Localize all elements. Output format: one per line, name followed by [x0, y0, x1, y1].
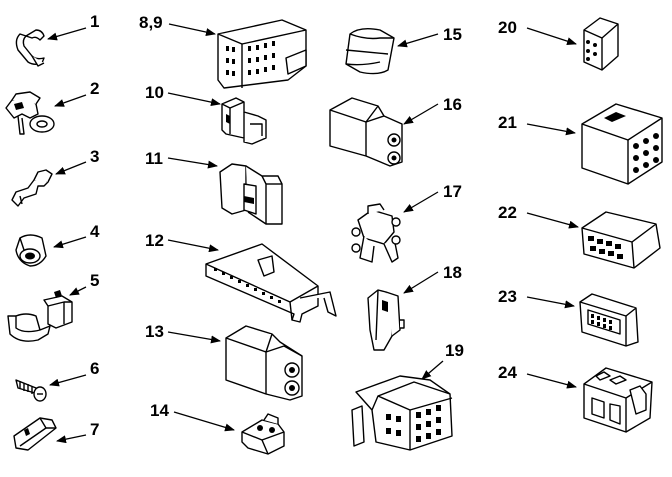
socket-grid: [588, 236, 623, 259]
leader-8-9: [168, 23, 216, 36]
leader-2: [54, 94, 87, 107]
callout-1: 1: [90, 12, 99, 31]
leader-10: [167, 92, 221, 107]
part-15-cover: [346, 29, 394, 74]
leader-1: [47, 27, 87, 41]
pin-grid: [633, 133, 659, 173]
callout-13: 13: [145, 322, 164, 341]
callout-23: 23: [498, 287, 517, 306]
leader-17: [403, 191, 439, 213]
callout-3: 3: [90, 147, 99, 166]
callout-20: 20: [498, 18, 517, 37]
leader-14: [173, 411, 235, 432]
leader-18: [403, 271, 439, 294]
leader-20: [526, 27, 577, 46]
part-19-connector-assembly: [352, 376, 452, 450]
callout-12: 12: [145, 231, 164, 250]
leader-3: [55, 161, 87, 175]
leader-6: [49, 374, 87, 387]
pin-row: [214, 268, 281, 303]
part-10-connector: [222, 98, 266, 144]
part-23-edge-connector: [580, 294, 638, 346]
callout-16: 16: [443, 95, 462, 114]
leader-5: [69, 286, 87, 296]
callout-24: 24: [498, 363, 517, 382]
part-1-wire-clip: [16, 30, 44, 66]
part-17-terminal-block: [352, 204, 400, 262]
callout-10: 10: [145, 83, 164, 102]
leader-21: [526, 123, 576, 136]
part-5-saddle-clamp: [8, 290, 72, 341]
callout-4: 4: [90, 222, 100, 241]
callout-11: 11: [145, 149, 163, 168]
part-24-housing: [584, 368, 652, 432]
callout-19: 19: [445, 341, 464, 360]
callout-22: 22: [498, 203, 517, 222]
leader-12: [167, 239, 219, 253]
leader-24: [526, 373, 577, 389]
part-14-plug: [242, 414, 284, 454]
leader-7: [56, 434, 87, 444]
callout-15: 15: [443, 25, 462, 44]
part-4-grommet: [16, 235, 46, 266]
leader-lines: [47, 23, 579, 444]
part-13-housing: [226, 326, 302, 400]
callout-labels: 1 2 3 4 5 6 7 8,9 10 11 12 13 14 15 16 1…: [90, 12, 517, 439]
callout-7: 7: [90, 420, 99, 439]
part-12-terminal-strip: [206, 244, 336, 322]
part-7-bracket: [14, 418, 56, 450]
leader-16: [403, 103, 439, 125]
part-22-connector: [582, 212, 660, 268]
leader-15: [397, 33, 439, 48]
socket-grid: [386, 405, 441, 442]
callout-5: 5: [90, 271, 99, 290]
leader-4: [53, 236, 87, 249]
callout-2: 2: [90, 79, 99, 98]
pin-grid: [226, 41, 275, 76]
part-18-latch: [368, 290, 404, 350]
leader-13: [167, 331, 221, 344]
part-3-spring-clip: [12, 170, 52, 206]
part-20-plug: [584, 18, 618, 70]
contact-row: [591, 314, 612, 330]
part-11-housing: [220, 164, 282, 224]
callout-8-9: 8,9: [139, 13, 163, 32]
part-16-housing: [330, 98, 402, 166]
callout-18: 18: [443, 263, 462, 282]
part-21-housing: [582, 104, 662, 184]
leader-11: [167, 157, 218, 169]
pin-grid: [586, 40, 597, 61]
part-8-9-connector-block: [218, 20, 306, 88]
callout-6: 6: [90, 359, 99, 378]
leader-22: [526, 212, 579, 229]
callout-14: 14: [150, 401, 169, 420]
callout-17: 17: [443, 182, 462, 201]
leader-19: [421, 360, 444, 380]
callout-21: 21: [498, 113, 517, 132]
part-2-cable-clamp: [6, 92, 54, 134]
leader-23: [526, 296, 575, 309]
part-6-screw: [16, 380, 46, 401]
